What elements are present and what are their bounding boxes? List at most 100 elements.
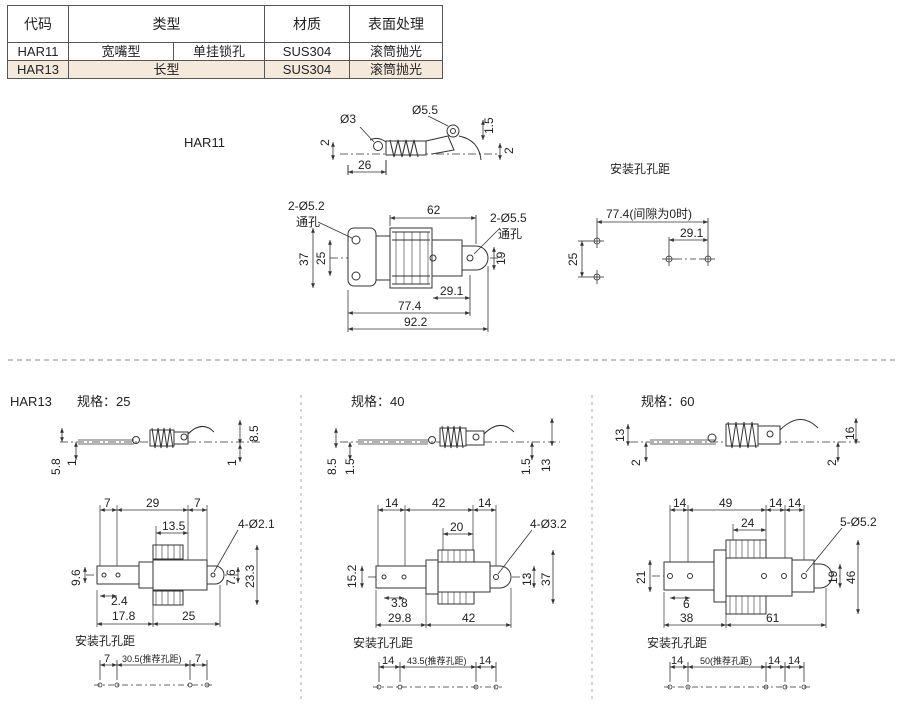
har13-s25-side-view [60,420,260,462]
har13-s25-top-dim: 2.4 [111,594,128,608]
har13-s25-top-dim: 7.6 [224,569,238,586]
row-surface: 滚筒抛光 [349,42,443,61]
har11-top-dim: 29.1 [440,284,464,298]
har13-s25-mount-title: 安装孔孔距 [75,633,135,648]
spec-table: 代码 类型 材质 表面处理 HAR11 宽嘴型 单挂锁孔 SUS304 滚筒抛光… [7,5,443,79]
har13-s40-side-view [334,418,560,460]
har13-s60-title: 规格：60 [641,394,694,409]
har11-top-dim: 37 [297,252,311,266]
har13-s40-side-dim: 1.5 [343,458,357,475]
har13-s60-top-dim: 14 [769,496,783,510]
har13-s40-mount-dim: 14 [479,655,491,667]
har11-top-dim: 25 [314,251,328,265]
har13-s40-top-dim: 14 [478,496,492,510]
har13-s60-side-dim: 13 [613,428,627,442]
har13-s25-top-holes: 4-Ø2.1 [238,517,275,531]
header-code: 代码 [7,5,69,43]
har13-s25-top-dim: 13.5 [162,519,186,533]
har11-top-dim: 77.4 [398,299,422,313]
har13-s40-top-holes: 4-Ø3.2 [530,517,567,531]
har11-top-holes-right: 2-Ø5.5 [490,211,527,225]
har13-s40-top-dim: 42 [432,496,446,510]
har13-s60-top-dim: 61 [766,611,780,625]
har13-s40-side-dim: 1.5 [519,458,533,475]
har13-s60-mount-title: 安装孔孔距 [647,635,707,650]
har13-s40-top-dim: 37 [539,572,553,586]
har11-side-d-hole: Ø3 [340,112,356,126]
har13-s25-mount-pattern [94,660,214,688]
har11-mount-dim: 29.1 [680,226,704,240]
har13-s60-top-dim: 19 [826,570,840,584]
har13-s40-side-dim: 8.5 [325,458,339,475]
row-code: HAR13 [7,60,69,79]
har13-s60-mount-dim: 14 [671,655,683,667]
har13-s60-side-dim: 16 [843,426,857,440]
har13-s40-top-dim: 15.2 [345,564,359,588]
har11-top-holes-right-note: 通孔 [498,227,522,241]
header-type: 类型 [68,5,265,43]
har13-s25-side-dim: 8.5 [247,425,261,442]
har11-top-dim: 19 [494,251,508,265]
har13-s40-mount-pattern [373,662,502,690]
har13-s60-top-dim: 21 [634,570,648,584]
row-material: SUS304 [264,60,350,79]
har13-s25-top-dim: 29 [146,496,160,510]
har11-mount-title: 安装孔孔距 [610,161,670,176]
har11-side-d-loop: Ø5.5 [412,103,438,117]
har13-s40-top-dim: 14 [385,496,399,510]
har13-s25-mount-dim: 30.5(推荐孔距) [122,653,182,664]
har13-s60-top-dim: 38 [680,611,694,625]
har13-s40-top-dim: 3.8 [391,596,408,610]
har13-s25-top-dim: 7 [194,496,201,510]
har13-s60-mount-dim: 14 [788,655,800,667]
har11-top-dim: 92.2 [404,315,428,329]
har11-side-dim: 1.5 [482,117,496,134]
row-type: 长型 [68,60,265,79]
har13-s25-side-dim: 1 [65,459,79,466]
har13-s25-title: 规格：25 [77,394,130,409]
har11-side-view [331,115,502,175]
header-surface: 表面处理 [349,5,443,43]
har13-s60-top-view [648,505,860,628]
har11-mount-pattern [578,218,715,284]
har13-s25-top-dim: 17.8 [112,609,136,623]
row-surface: 滚筒抛光 [349,60,443,79]
har13-s40-top-view [360,505,555,628]
har11-side-dim: 2 [502,147,516,154]
har11-top-holes-left-note: 通孔 [296,215,320,229]
har13-s60-top-dim: 14 [673,496,687,510]
har11-side-dim: 2 [318,139,332,146]
har13-s60-side-dim: 2 [629,459,643,466]
har13-s60-top-dim: 24 [741,516,755,530]
har13-s60-mount-dim: 50(推荐孔距) [700,655,752,666]
har13-s40-top-dim: 42 [462,611,476,625]
har13-s25-side-dim: 1 [225,459,239,466]
har13-label: HAR13 [10,394,52,409]
har11-label: HAR11 [184,135,225,150]
har13-s60-mount-dim: 14 [768,655,780,667]
har13-s25-top-dim: 9.6 [69,569,83,586]
har13-s40-mount-dim: 43.5(推荐孔距) [407,655,467,666]
har11-top-dim: 62 [427,203,441,217]
har13-s25-top-view [83,505,259,627]
har13-s60-top-dim: 6 [683,597,690,611]
har13-s40-mount-dim: 14 [382,655,394,667]
har13-s40-title: 规格：40 [351,394,404,409]
har13-s60-side-view [626,418,860,462]
har13-s60-top-dim: 14 [788,496,802,510]
har13-s60-side-dim: 2 [825,459,839,466]
har13-s25-top-dim: 7 [104,496,111,510]
har11-mount-dim: 77.4(间隙为0时) [606,207,692,221]
har13-s60-top-dim: 46 [844,570,858,584]
har11-mount-dim: 25 [566,252,580,266]
har13-s40-mount-title: 安装孔孔距 [353,635,413,650]
har13-s60-top-holes: 5-Ø5.2 [840,515,877,529]
har11-top-view [311,215,505,332]
har13-s25-mount-dim: 7 [104,653,110,665]
row-type-b: 单挂锁孔 [173,42,265,61]
har13-s60-mount-pattern [664,662,812,690]
har13-s25-side-dim: 5.8 [49,458,63,475]
har13-s40-top-dim: 20 [450,520,464,534]
har11-side-dim: 26 [358,158,372,172]
